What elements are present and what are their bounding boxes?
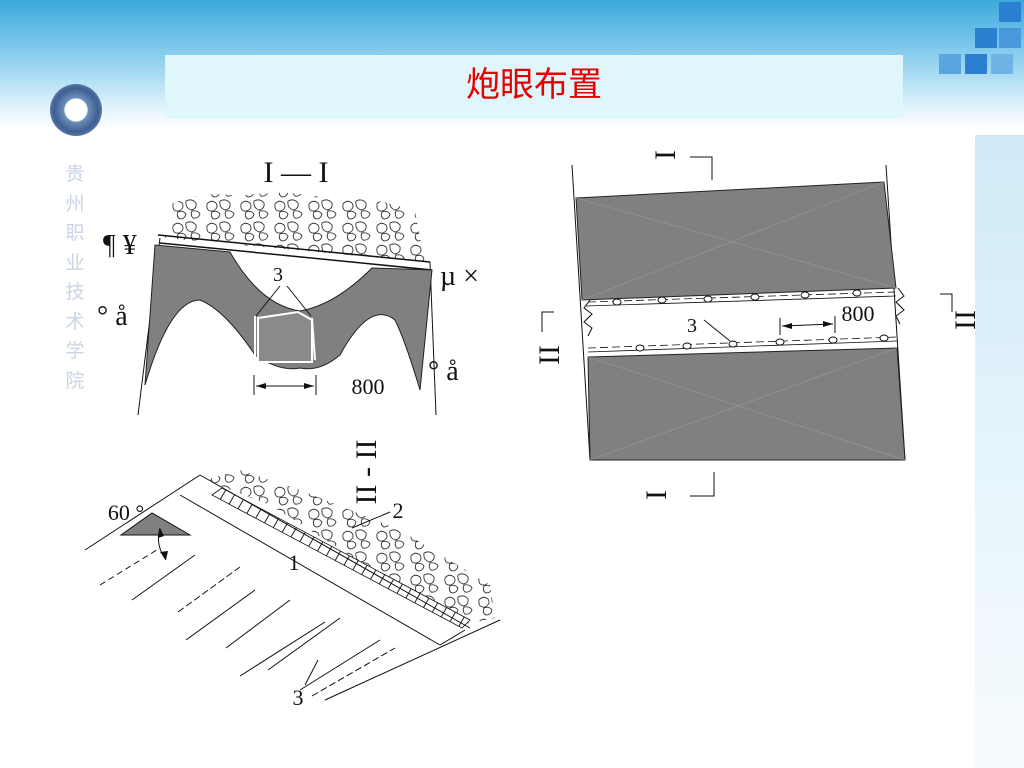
spacing-label: 800 bbox=[352, 374, 385, 399]
muck-pile bbox=[205, 470, 495, 625]
right-side-panel bbox=[975, 135, 1024, 768]
school-name-char: 学 bbox=[65, 340, 85, 362]
blastholes-lower bbox=[635, 334, 889, 352]
school-name-char: 业 bbox=[65, 251, 85, 274]
title-banner: 炮眼布置 bbox=[165, 55, 903, 118]
section-mark-left: II bbox=[533, 345, 566, 365]
school-name-char: 贵 bbox=[65, 163, 85, 185]
blastholes-upper bbox=[612, 289, 862, 306]
upper-rock-block bbox=[575, 181, 897, 301]
section-mark-II-II: II - II bbox=[350, 440, 383, 505]
angle-label: 60 ° bbox=[108, 500, 144, 525]
section-mark-top: I bbox=[649, 150, 682, 160]
school-logo bbox=[50, 84, 102, 136]
muck-pile bbox=[165, 192, 425, 262]
school-name-char: 院 bbox=[65, 369, 85, 392]
section-II-II: II - II 60 ° 1 2 bbox=[84, 440, 501, 710]
section-mark-I-I: I — I bbox=[264, 156, 329, 189]
stemming-strip bbox=[211, 487, 471, 629]
label-1: 1 bbox=[289, 550, 300, 575]
plan-view: 3 800 I I II II bbox=[533, 150, 982, 500]
garbled-label: ° å bbox=[97, 301, 128, 332]
section-mark-bottom: I bbox=[640, 490, 673, 500]
label-3: 3 bbox=[293, 685, 304, 710]
spacing-label: 800 bbox=[842, 301, 875, 326]
school-name-char: 职 bbox=[65, 222, 85, 244]
school-name-char: 术 bbox=[65, 310, 85, 333]
cut-wedge bbox=[119, 512, 192, 536]
section-mark-right: II bbox=[949, 310, 982, 330]
decorative-squares bbox=[935, 0, 1024, 80]
label-2: 2 bbox=[393, 498, 404, 523]
hole-label: 3 bbox=[273, 264, 283, 286]
slide-title: 炮眼布置 bbox=[466, 65, 602, 105]
garbled-label: ° å bbox=[428, 356, 459, 387]
garbled-label: ¶ ¥ bbox=[103, 230, 137, 261]
garbled-label: µ × bbox=[440, 261, 479, 292]
hole-label: 3 bbox=[687, 315, 697, 337]
school-name-vertical: 贵 州 职 业 技 术 学 院 bbox=[62, 160, 88, 396]
inclined-holes bbox=[99, 547, 396, 697]
school-name-char: 技 bbox=[65, 281, 85, 303]
school-name-char: 州 bbox=[65, 192, 85, 215]
section-I-I: I — I 3 800 ¶ ¥ ° å µ × ° å bbox=[97, 156, 479, 416]
